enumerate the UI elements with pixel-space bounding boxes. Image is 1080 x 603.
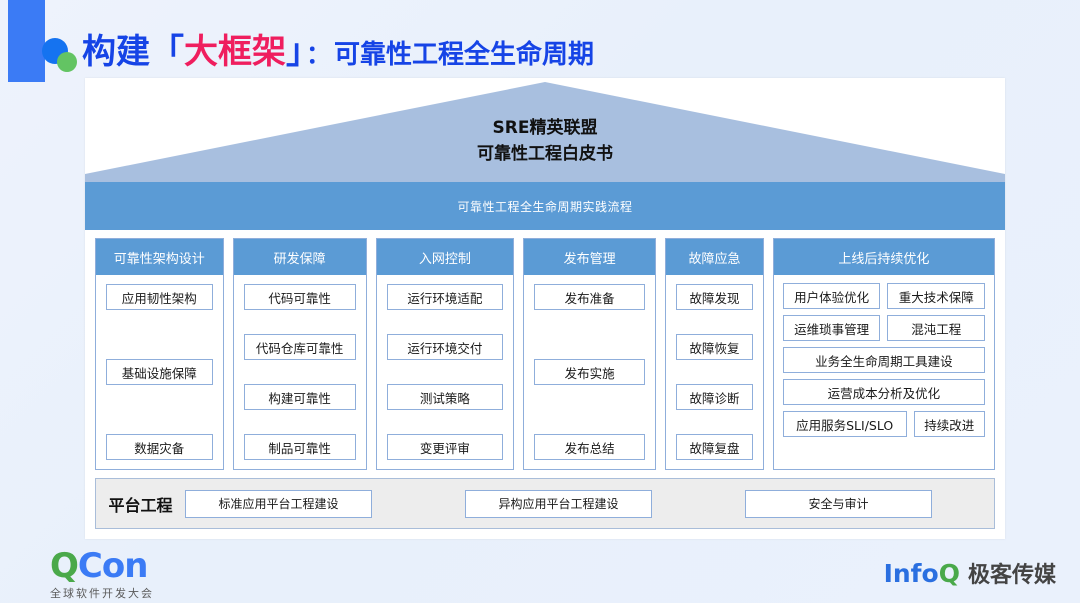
pillar-item[interactable]: 代码仓库可靠性 bbox=[243, 334, 356, 360]
roof-title-line1: SRE精英联盟 bbox=[492, 118, 598, 138]
platform-engineering-row: 平台工程 标准应用平台工程建设 异构应用平台工程建设 安全与审计 bbox=[95, 478, 995, 529]
title-bracket-open: 「 bbox=[150, 32, 184, 72]
pillar-item[interactable]: 代码可靠性 bbox=[243, 284, 356, 310]
platform-item[interactable]: 标准应用平台工程建设 bbox=[185, 489, 372, 518]
title-prefix: 构建 bbox=[82, 32, 150, 72]
pillar-item[interactable]: 运行环境适配 bbox=[386, 284, 503, 310]
diagram-panel: SRE精英联盟 可靠性工程白皮书 可靠性工程全生命周期实践流程 可靠性架构设计 … bbox=[85, 78, 1005, 539]
pillar-column-release-management: 发布管理 发布准备 发布实施 发布总结 bbox=[522, 238, 657, 470]
qcon-logo-q: Q bbox=[50, 546, 79, 586]
pillar-item[interactable]: 发布总结 bbox=[533, 434, 646, 460]
pillar-row: 用户体验优化 重大技术保障 bbox=[782, 283, 986, 309]
pillar-item[interactable]: 运行环境交付 bbox=[386, 334, 503, 360]
pillar-row: 运维琐事管理 混沌工程 bbox=[782, 315, 986, 341]
pillar-item[interactable]: 用户体验优化 bbox=[782, 283, 881, 309]
pillar-item[interactable]: 基础设施保障 bbox=[106, 359, 213, 385]
qcon-logo: QCon 全球软件开发大会 bbox=[50, 549, 154, 601]
pillar-column-network-access-control: 入网控制 运行环境适配 运行环境交付 测试策略 变更评审 bbox=[375, 238, 514, 470]
pillar-item[interactable]: 应用服务SLI/SLO bbox=[782, 411, 907, 437]
pillar-row: 应用服务SLI/SLO 持续改进 bbox=[782, 411, 986, 437]
infoq-cn-name: 极客传媒 bbox=[967, 563, 1056, 588]
platform-item[interactable]: 安全与审计 bbox=[745, 489, 932, 518]
platform-item[interactable]: 异构应用平台工程建设 bbox=[465, 489, 652, 518]
pillar-item[interactable]: 变更评审 bbox=[386, 434, 503, 460]
process-band: 可靠性工程全生命周期实践流程 bbox=[85, 182, 1005, 230]
page-title: 构建「大框架」：可靠性工程全生命周期 bbox=[40, 24, 594, 80]
process-band-label: 可靠性工程全生命周期实践流程 bbox=[457, 199, 633, 214]
column-header: 发布管理 bbox=[523, 239, 656, 275]
platform-engineering-label: 平台工程 bbox=[108, 495, 173, 515]
pillar-item[interactable]: 测试策略 bbox=[386, 384, 503, 410]
pillar-column-dev-assurance: 研发保障 代码可靠性 代码仓库可靠性 构建可靠性 制品可靠性 bbox=[232, 238, 367, 470]
pillar-item[interactable]: 故障复盘 bbox=[676, 434, 753, 460]
infoq-logo: InfoQ 极客传媒 bbox=[884, 557, 1056, 589]
pillar-item[interactable]: 发布实施 bbox=[533, 359, 646, 385]
pillar-item[interactable]: 重大技术保障 bbox=[887, 283, 986, 309]
pillar-item[interactable]: 运营成本分析及优化 bbox=[782, 379, 986, 405]
roof-title-line2: 可靠性工程白皮书 bbox=[477, 143, 613, 164]
pillar-item[interactable]: 构建可靠性 bbox=[243, 384, 356, 410]
qcon-tagline: 全球软件开发大会 bbox=[50, 587, 154, 600]
title-subtitle: 可靠性工程全生命周期 bbox=[334, 40, 595, 70]
infoq-logo-q: Q bbox=[938, 559, 960, 588]
column-header: 研发保障 bbox=[233, 239, 366, 275]
pillar-column-post-launch-optimization: 上线后持续优化 用户体验优化 重大技术保障 运维琐事管理 混沌工程 业务全生命周… bbox=[772, 238, 996, 470]
slide-footer: QCon 全球软件开发大会 InfoQ 极客传媒 bbox=[0, 541, 1080, 603]
pillar-item[interactable]: 制品可靠性 bbox=[243, 434, 356, 460]
pillar-item[interactable]: 持续改进 bbox=[913, 411, 986, 437]
title-bracket-close: 」 bbox=[286, 32, 303, 72]
pillar-item[interactable]: 运维琐事管理 bbox=[782, 315, 881, 341]
column-header: 可靠性架构设计 bbox=[96, 239, 223, 275]
pillar-item[interactable]: 应用韧性架构 bbox=[106, 284, 213, 310]
pillar-column-reliability-architecture: 可靠性架构设计 应用韧性架构 基础设施保障 数据灾备 bbox=[95, 238, 224, 470]
title-colon: ： bbox=[306, 40, 332, 69]
pillar-item[interactable]: 故障恢复 bbox=[676, 334, 753, 360]
title-bullet-decoration bbox=[40, 32, 80, 72]
pillar-columns: 可靠性架构设计 应用韧性架构 基础设施保障 数据灾备 研发保障 代码可靠性 代码… bbox=[95, 238, 996, 470]
pillar-column-incident-response: 故障应急 故障发现 故障恢复 故障诊断 故障复盘 bbox=[665, 238, 764, 470]
diagram-roof: SRE精英联盟 可靠性工程白皮书 bbox=[85, 78, 1005, 182]
left-accent-bar bbox=[8, 0, 45, 82]
column-header: 故障应急 bbox=[666, 239, 763, 275]
infoq-logo-info: Info bbox=[883, 559, 939, 588]
column-header: 上线后持续优化 bbox=[773, 239, 995, 275]
pillar-item[interactable]: 故障发现 bbox=[676, 284, 753, 310]
qcon-logo-con: Con bbox=[77, 546, 149, 586]
title-highlight: 大框架 bbox=[184, 32, 286, 72]
pillar-item[interactable]: 业务全生命周期工具建设 bbox=[782, 347, 986, 373]
green-circle-icon bbox=[57, 52, 77, 72]
pillar-item[interactable]: 故障诊断 bbox=[676, 384, 753, 410]
column-header: 入网控制 bbox=[376, 239, 513, 275]
pillar-item[interactable]: 混沌工程 bbox=[887, 315, 986, 341]
pillar-item[interactable]: 发布准备 bbox=[533, 284, 646, 310]
pillar-item[interactable]: 数据灾备 bbox=[106, 434, 213, 460]
